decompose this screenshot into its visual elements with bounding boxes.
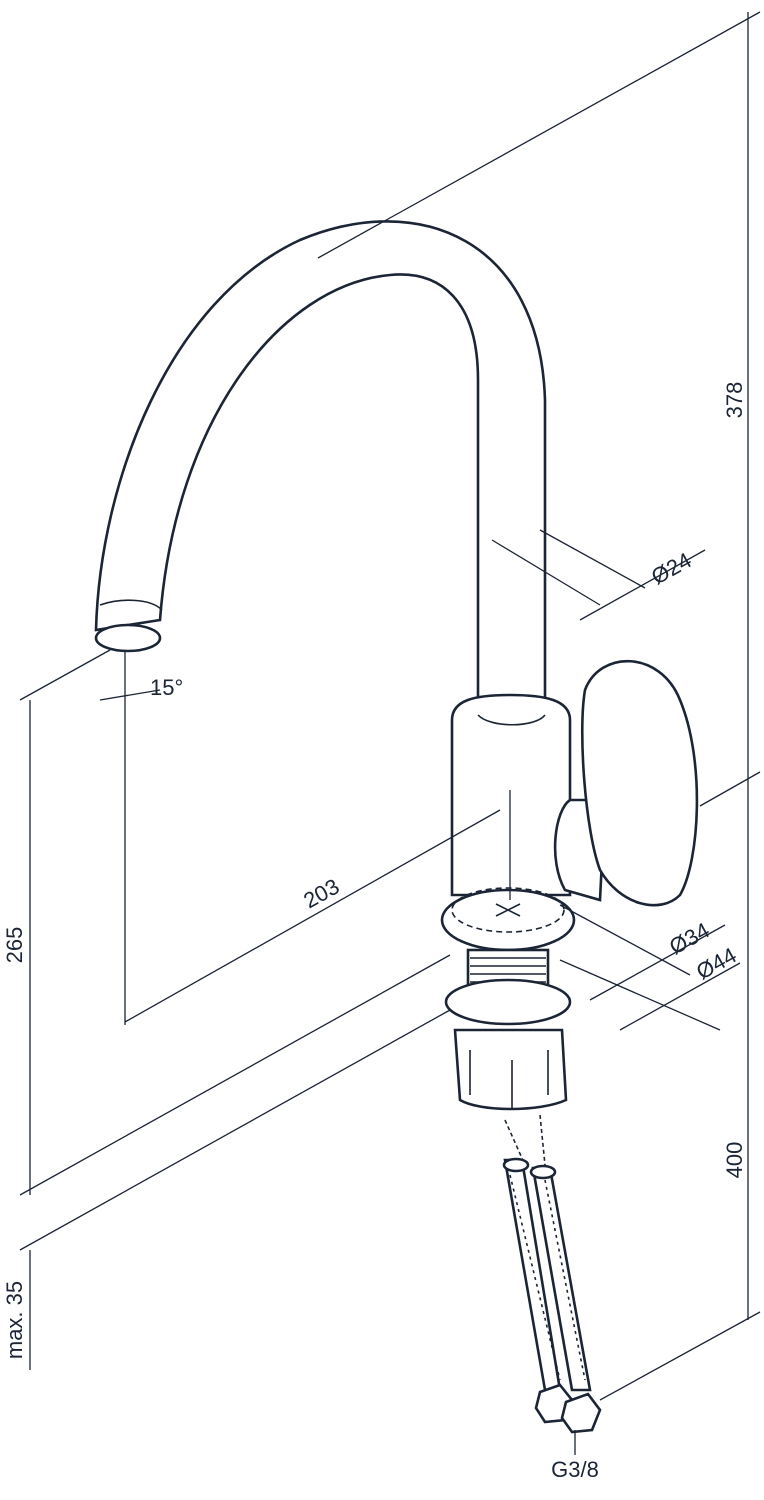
spout-height-label: 265 [2,927,27,964]
dimension-lines [19,11,761,1455]
supply-hoses [502,1114,602,1434]
faucet-spout [94,220,547,717]
faucet-handle [553,659,699,907]
hose-length-label: 400 [722,1142,747,1179]
max-thickness-label: max. 35 [2,1281,27,1359]
faucet-body [440,693,576,952]
spout-diameter-label: Ø24 [647,547,695,589]
thread-label: G3/8 [551,1457,599,1482]
spout-angle-label: 15° [150,675,183,700]
height-total-label: 378 [722,382,747,419]
reach-label: 203 [299,874,343,914]
mounting-thread [444,948,572,1111]
base-diameter-label: Ø44 [692,942,740,984]
body-diameter-label: Ø34 [665,917,713,959]
